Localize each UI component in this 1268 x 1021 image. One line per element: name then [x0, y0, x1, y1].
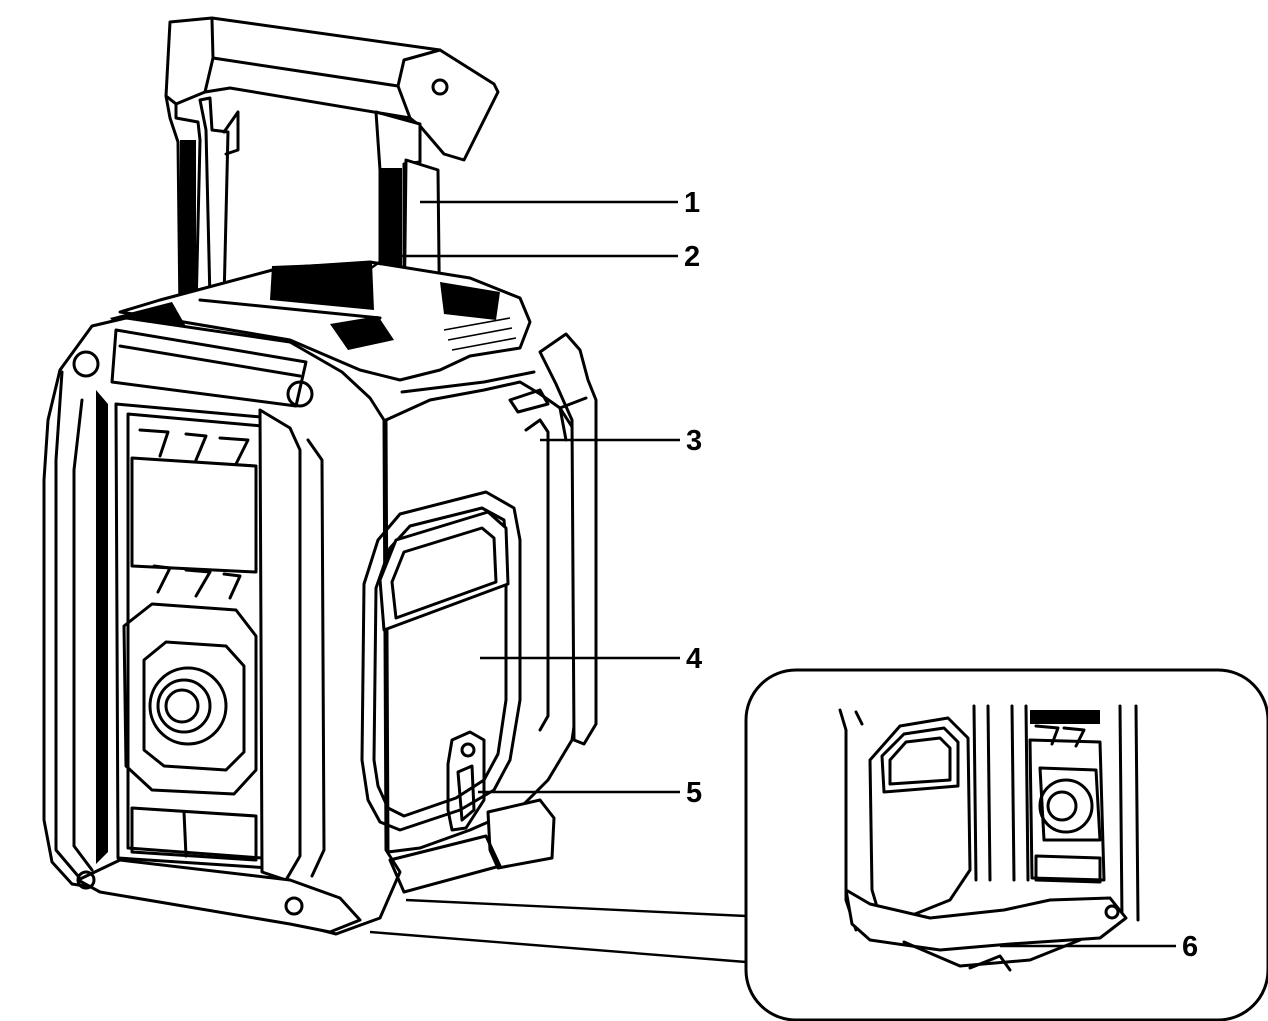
callout-6: 6: [1182, 931, 1198, 963]
leader-2-a: [359, 255, 389, 277]
inset-radio-view: [838, 704, 1140, 972]
side-panel: [360, 332, 598, 894]
callout-1: 1: [684, 187, 700, 219]
front-frame: [42, 316, 402, 936]
inset-pointer-top: [405, 898, 747, 918]
inset-pointer-bottom: [369, 930, 747, 964]
callout-2: 2: [684, 241, 700, 273]
callout-leaders: [359, 200, 1176, 948]
carry-handle: [164, 16, 500, 372]
callout-4: 4: [686, 643, 702, 675]
detail-inset: [744, 668, 1268, 1021]
callout-numbers: 1 2 3 4 5 6: [684, 187, 1198, 963]
callout-3: 3: [686, 425, 702, 457]
callout-5: 5: [686, 777, 702, 809]
